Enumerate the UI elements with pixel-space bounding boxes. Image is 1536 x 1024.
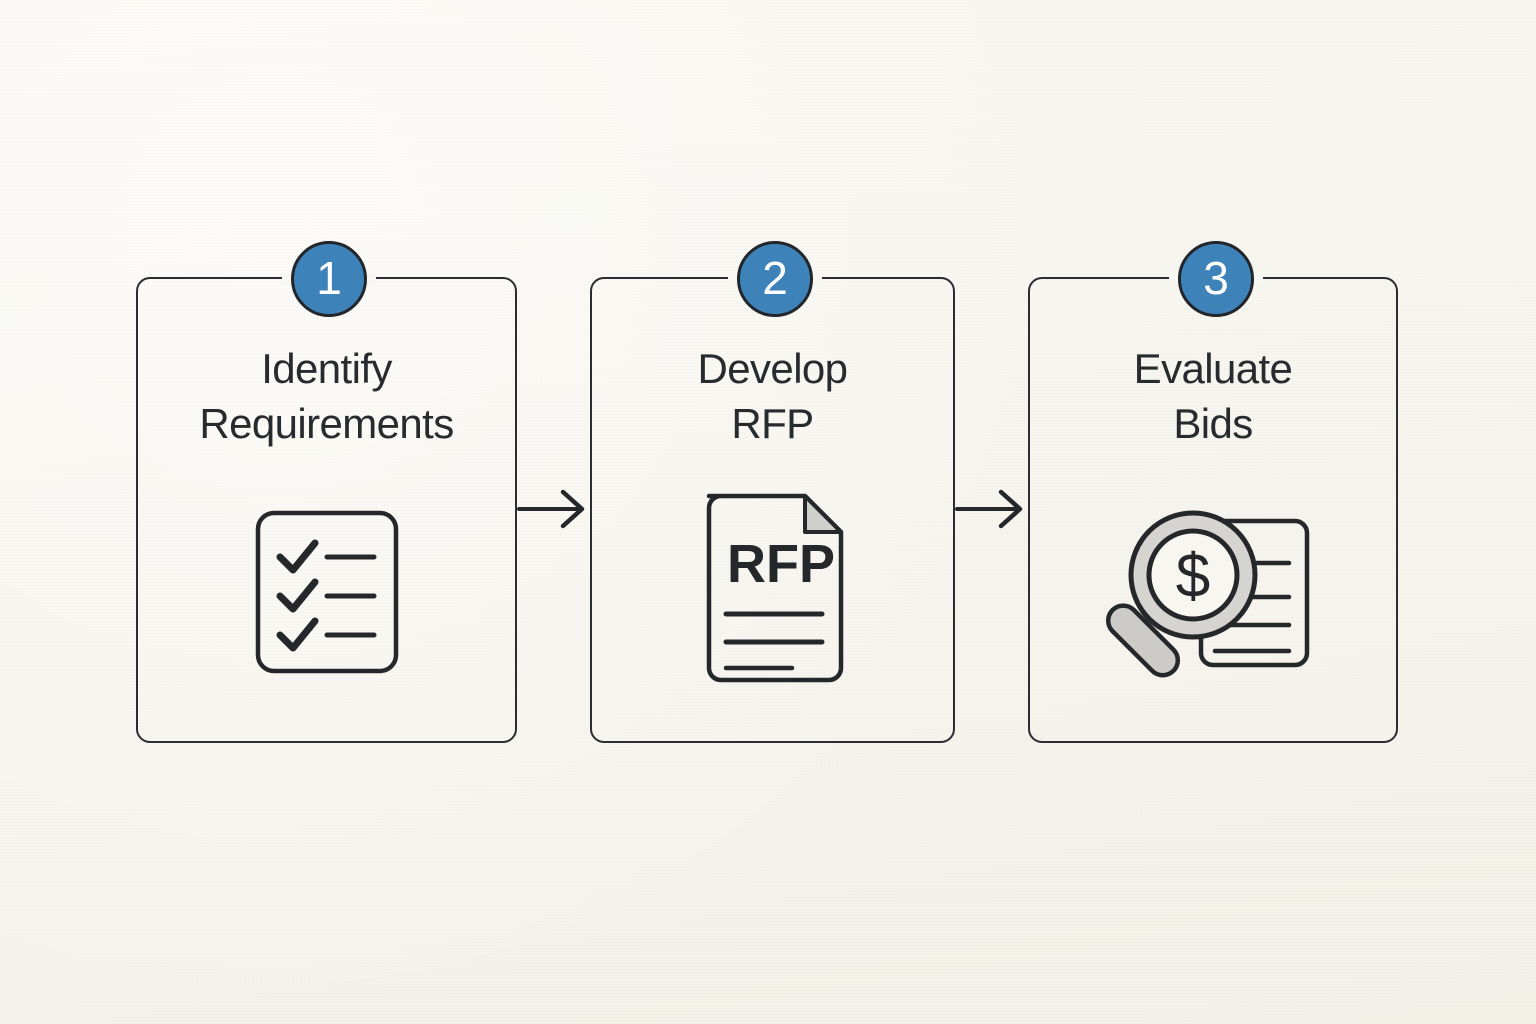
step-title-2: Develop RFP	[697, 345, 849, 448]
connector-arrow-2	[955, 481, 1028, 542]
arrow-right-icon	[517, 489, 585, 529]
step-title-3: Evaluate Bids	[1133, 345, 1293, 448]
step-card-3[interactable]: Evaluate Bids $ 3	[1028, 241, 1398, 743]
checklist-icon	[252, 507, 402, 682]
step-card-1[interactable]: Identify Requirements 1	[136, 241, 517, 743]
step-number-badge-3: 3	[1178, 241, 1254, 317]
step-number-badge-1: 1	[291, 241, 367, 317]
step-number-badge-2: 2	[737, 241, 813, 317]
arrow-right-icon	[955, 489, 1023, 529]
connector-arrow-1	[517, 481, 590, 542]
step-title-1: Identify Requirements	[199, 345, 454, 448]
magnifier-dollar-document-icon: $	[1097, 501, 1343, 690]
step-card-2[interactable]: Develop RFP RFP 2	[590, 241, 955, 743]
dollar-sign-label: $	[1176, 542, 1210, 611]
rfp-label: RFP	[727, 534, 835, 594]
rfp-document-icon: RFP	[693, 490, 853, 691]
